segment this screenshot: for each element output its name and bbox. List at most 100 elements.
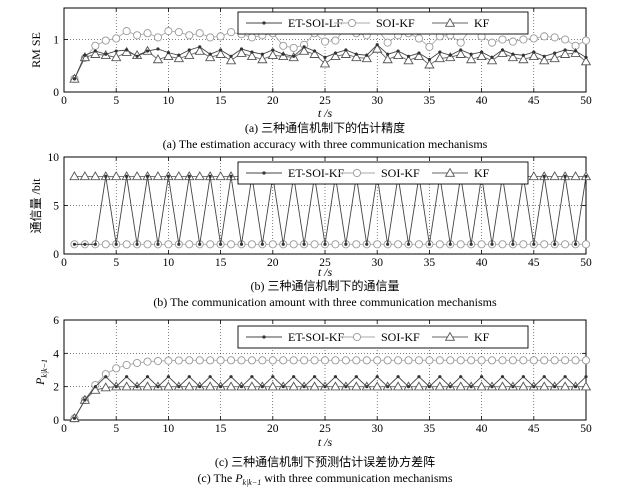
data-point xyxy=(219,242,223,246)
data-point xyxy=(521,375,525,379)
data-point xyxy=(281,385,285,389)
data-point xyxy=(406,385,411,389)
data-point xyxy=(166,174,170,178)
data-point xyxy=(187,48,191,52)
data-point xyxy=(542,174,546,178)
data-point xyxy=(511,52,515,56)
data-point xyxy=(529,34,538,43)
data-point xyxy=(542,375,546,379)
data-point xyxy=(476,381,487,391)
data-point xyxy=(239,242,244,246)
data-point xyxy=(93,385,97,389)
legend-box xyxy=(237,325,529,349)
legend-label: KF xyxy=(474,166,490,180)
data-point xyxy=(584,55,588,59)
data-point xyxy=(581,240,591,249)
data-point xyxy=(271,375,275,379)
data-point xyxy=(112,34,121,43)
data-point xyxy=(553,51,557,55)
data-point xyxy=(163,50,174,61)
data-point xyxy=(145,174,150,178)
data-point xyxy=(79,171,91,181)
panel-b-ylabel: 通信量 /bit xyxy=(29,178,43,234)
data-point xyxy=(539,381,550,391)
data-point xyxy=(271,48,275,52)
data-point xyxy=(354,375,358,379)
data-point xyxy=(247,356,256,365)
data-point xyxy=(486,55,498,65)
tick-label-x: 0 xyxy=(61,423,67,435)
data-point xyxy=(550,33,559,42)
data-point xyxy=(396,375,400,379)
data-point xyxy=(135,54,139,58)
series-dot xyxy=(72,43,588,81)
data-point xyxy=(267,381,278,391)
data-point xyxy=(125,375,129,379)
data-point xyxy=(417,375,421,379)
data-point xyxy=(208,375,212,379)
data-point xyxy=(143,240,152,249)
data-point xyxy=(542,54,546,58)
data-point xyxy=(239,47,244,51)
legend-swatch-marker xyxy=(347,18,357,28)
data-point xyxy=(352,240,361,249)
data-point xyxy=(425,42,434,51)
data-point xyxy=(414,356,424,365)
data-point xyxy=(226,356,236,365)
data-point xyxy=(386,242,390,246)
data-point xyxy=(500,48,505,52)
data-point xyxy=(500,375,505,379)
data-point xyxy=(580,56,592,66)
data-point xyxy=(362,356,371,365)
data-point xyxy=(145,49,150,53)
data-point xyxy=(101,240,110,249)
data-point xyxy=(164,240,173,249)
data-point xyxy=(403,55,414,65)
data-point xyxy=(487,38,497,47)
data-point xyxy=(122,27,131,36)
tick-label-y: 10 xyxy=(48,152,60,164)
tick-label-x: 45 xyxy=(528,95,540,107)
tick-label-x: 5 xyxy=(113,423,119,435)
data-point xyxy=(69,171,80,181)
data-point xyxy=(215,171,226,181)
tick-label-y: 6 xyxy=(53,315,59,327)
data-point xyxy=(156,242,160,246)
series-triangle xyxy=(69,381,592,423)
data-point xyxy=(434,381,446,391)
data-point xyxy=(375,43,379,47)
data-point xyxy=(121,381,132,391)
tick-label-x: 40 xyxy=(476,95,488,107)
data-point xyxy=(424,59,435,69)
panel-c-caption-en: (c) The Pk|k−1 with three communication … xyxy=(197,471,452,488)
data-point xyxy=(133,358,142,368)
data-point xyxy=(83,398,87,402)
data-point xyxy=(72,242,77,246)
data-point xyxy=(309,381,320,391)
data-point xyxy=(559,48,571,58)
data-point xyxy=(581,36,591,45)
tick-label-x: 40 xyxy=(476,257,488,269)
series-triangle xyxy=(69,43,592,83)
data-point xyxy=(184,49,195,59)
data-point xyxy=(373,240,382,249)
legend-label: SOI-KF xyxy=(381,330,420,344)
tick-label-y: 0 xyxy=(53,249,59,261)
data-point xyxy=(365,242,369,246)
data-point xyxy=(477,240,486,249)
data-point xyxy=(448,242,452,246)
data-point xyxy=(281,52,285,56)
data-point xyxy=(361,53,372,63)
data-point xyxy=(135,242,139,246)
tick-label-y: 2 xyxy=(53,382,59,394)
legend-label: ET-SOI-KF xyxy=(288,330,345,344)
data-point xyxy=(184,381,195,391)
panel-a-caption-cn: (a) 三种通信机制下的估计精度 xyxy=(245,120,405,135)
data-point xyxy=(344,385,348,389)
data-point xyxy=(174,356,183,365)
data-point xyxy=(279,356,288,365)
data-point xyxy=(152,171,164,181)
